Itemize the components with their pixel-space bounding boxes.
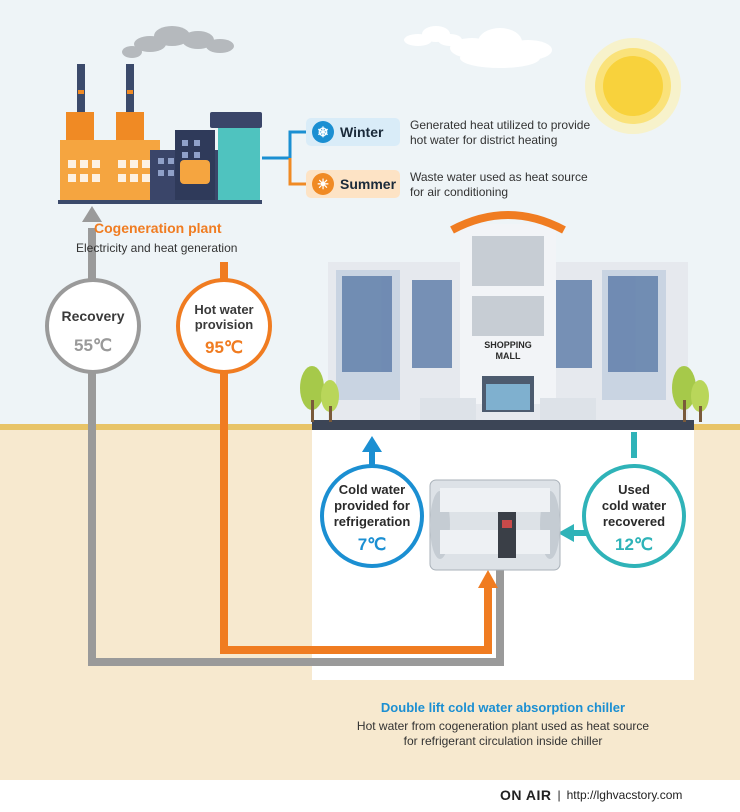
plant-title: Cogeneration plant bbox=[94, 220, 222, 236]
chiller-illustration bbox=[429, 479, 561, 571]
footer-separator: | bbox=[557, 788, 561, 802]
factory-illustration bbox=[58, 64, 262, 204]
summer-badge: ☀ Summer bbox=[306, 170, 400, 198]
trees-illustration bbox=[300, 366, 709, 422]
winter-badge: ❄ Winter bbox=[306, 118, 400, 146]
snowflake-icon: ❄ bbox=[312, 121, 334, 143]
chiller-description: Hot water from cogeneration plant used a… bbox=[356, 719, 650, 748]
brand-logo: ON AIR bbox=[500, 787, 552, 803]
summer-label: Summer bbox=[340, 176, 397, 192]
footer-url-link[interactable]: http://lghvacstory.com bbox=[566, 788, 683, 802]
cloud-illustration bbox=[404, 26, 552, 68]
mall-sign: SHOPPING MALL bbox=[484, 340, 532, 361]
winter-description: Generated heat utilized to provide hot w… bbox=[410, 118, 591, 147]
winter-label: Winter bbox=[340, 124, 384, 140]
recovery-label: Recovery 55℃ bbox=[61, 308, 125, 355]
plant-subtitle: Electricity and heat generation bbox=[76, 241, 238, 255]
used-cold-water-label: Used cold water recovered 12℃ bbox=[601, 482, 667, 554]
illustration bbox=[45, 26, 709, 666]
sun-icon: ☀ bbox=[312, 173, 334, 195]
summer-description: Waste water used as heat source for air … bbox=[410, 170, 588, 199]
mall-illustration bbox=[312, 211, 694, 430]
footer-bar bbox=[0, 780, 740, 812]
sun-illustration bbox=[585, 38, 681, 134]
cold-water-label: Cold water provided for refrigeration 7℃ bbox=[333, 482, 411, 554]
hot-water-label: Hot water provision 95℃ bbox=[194, 302, 254, 357]
footer: ON AIR | http://lghvacstory.com bbox=[500, 787, 682, 803]
smoke-illustration bbox=[122, 26, 234, 58]
chiller-title: Double lift cold water absorption chille… bbox=[380, 700, 626, 715]
